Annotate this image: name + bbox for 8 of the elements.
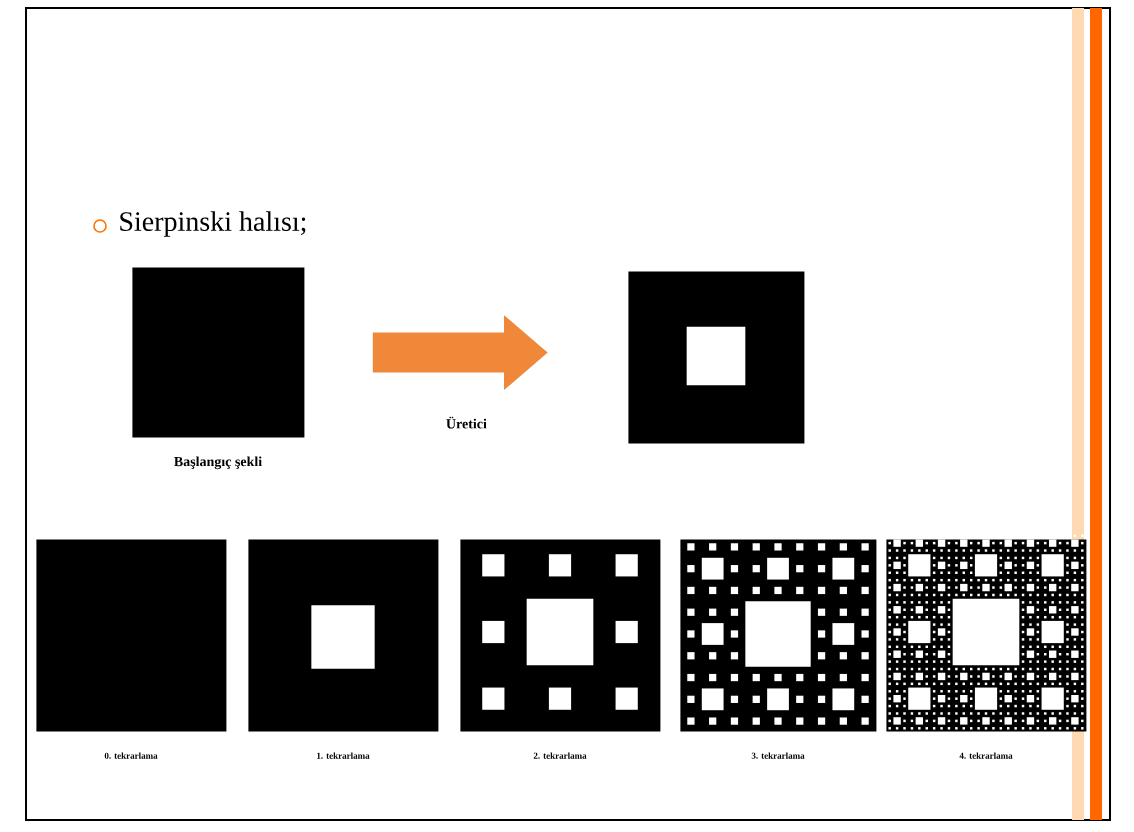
fractal-square bbox=[132, 267, 305, 438]
title: Sierpinski halısı; bbox=[120, 211, 306, 237]
fractal-square bbox=[680, 539, 877, 732]
fractal-square bbox=[248, 539, 439, 732]
fractal-square bbox=[36, 539, 227, 732]
fractal-square bbox=[886, 534, 1087, 732]
fractal-square bbox=[628, 271, 805, 444]
fractal-square bbox=[460, 539, 661, 732]
